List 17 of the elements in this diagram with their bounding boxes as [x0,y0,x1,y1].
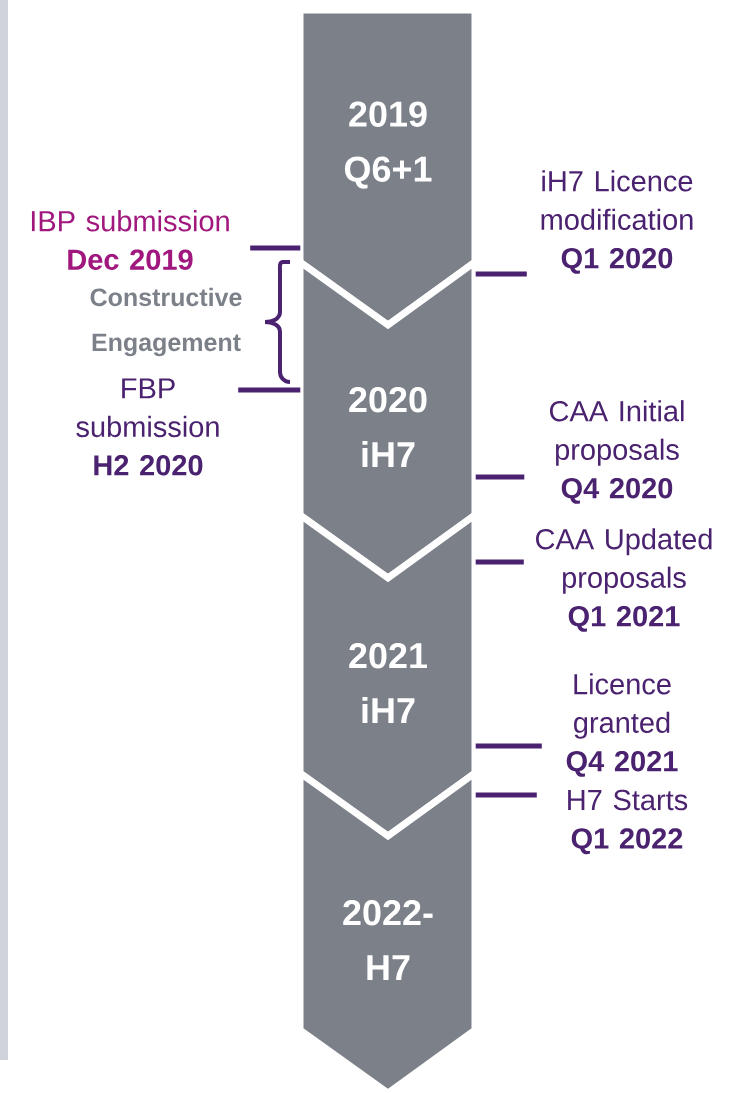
milestone-text: H7 Starts Q1 2022 [568,789,688,855]
leader-line [250,245,301,251]
leader-line [475,792,537,798]
milestone-text: Licence granted Q4 2021 [566,673,678,777]
leader-line [238,387,301,393]
node-label: H7 [367,955,410,981]
leader-line [475,474,525,480]
milestone-text: CAA Initial proposals Q4 2020 [549,400,684,504]
leader-line [475,559,524,565]
milestone-text: iH7 Licence modification Q1 2020 [541,170,693,274]
node-label: 2022- [343,899,433,926]
milestone-text: CAA Updated proposals Q1 2021 [536,528,712,632]
leader-line [475,271,527,277]
milestone-text: IBP submission Dec 2019 [31,210,229,270]
leader-line [475,743,542,749]
milestone-text: FBP submission H2 2020 [76,378,219,476]
bracket-label: Constructive Engagement [90,287,242,357]
